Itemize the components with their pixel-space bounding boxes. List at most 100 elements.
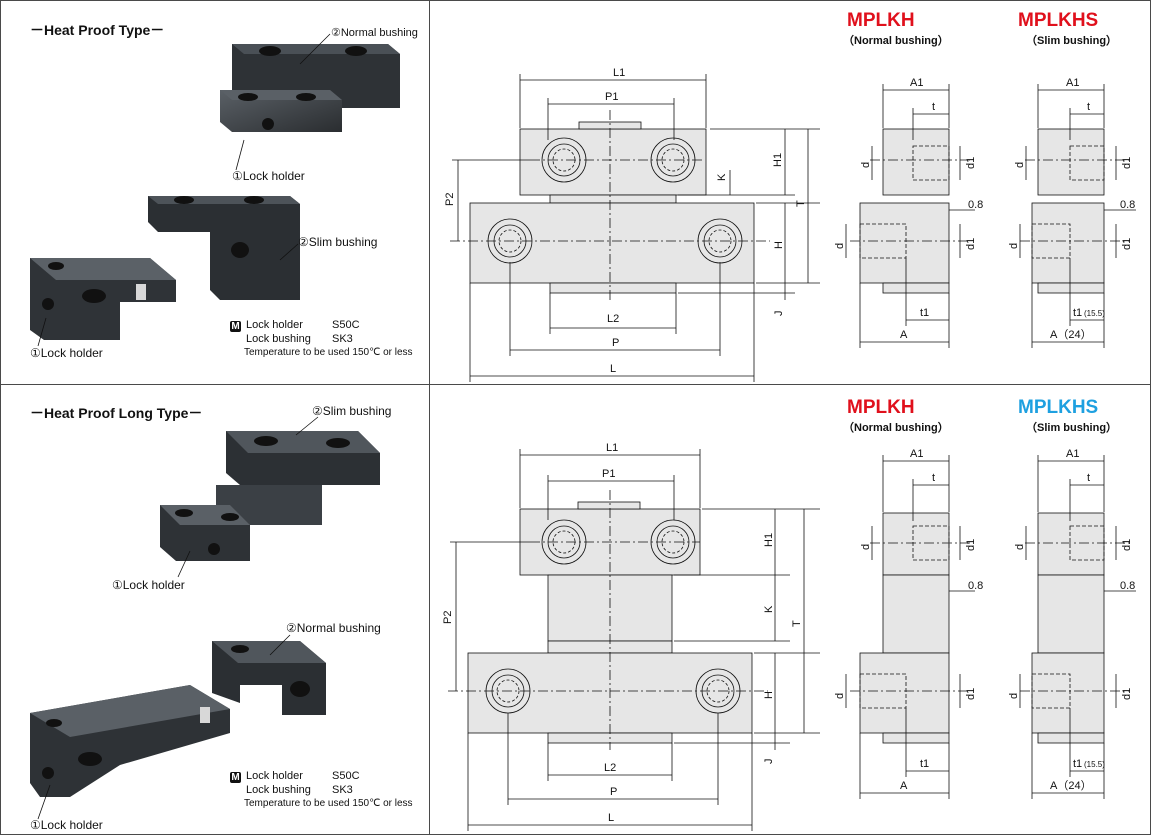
section-2-drawing: L1 P1 L2 P L P2 H1 K H J T MPLKH （Normal… xyxy=(442,397,1136,831)
photo-label-lock-holder-long-lower: ①Lock holder xyxy=(30,818,103,832)
dimension-label: d xyxy=(1008,243,1020,249)
slim-bushing-image xyxy=(148,196,300,300)
photo-label-lock-holder-long-upper: ①Lock holder xyxy=(112,578,185,592)
dimension-label: d xyxy=(860,162,872,168)
dimension-label: d1 xyxy=(1121,688,1133,700)
section-2-title: －Heat Proof Long Type－ xyxy=(30,405,203,421)
dim-K: K xyxy=(716,173,728,181)
dimension-label: t xyxy=(932,472,935,484)
dimension-label: 0.8 xyxy=(1120,199,1135,211)
dimension-label: A1 xyxy=(1066,448,1079,460)
dimension-label: d xyxy=(834,693,846,699)
dim-P1: P1 xyxy=(605,91,618,103)
long-bushing-normal-drawing: MPLKH （Normal bushing） A1 t d d1 xyxy=(834,397,983,799)
model-mplkh: MPLKH xyxy=(847,10,915,31)
dimension-label: H1 xyxy=(763,533,775,547)
long-normal-bushing-image xyxy=(212,641,326,715)
material-icon: M xyxy=(230,772,241,783)
dimension-label: J xyxy=(763,759,775,765)
dimension-label: MPLKHS xyxy=(1018,397,1098,418)
photo-label-lock-holder-upper: ①Lock holder xyxy=(232,169,305,183)
dim-P2: P2 xyxy=(444,193,456,206)
section-2-photo-panel: －Heat Proof Long Type－ xyxy=(0,385,429,835)
dimension-label: 0.8 xyxy=(968,199,983,211)
photo-long-type-assembly xyxy=(30,416,380,820)
dimension-label: P xyxy=(610,786,617,798)
dim-L2: L2 xyxy=(607,313,619,325)
section-1-photo-panel: －Heat Proof Type－ xyxy=(0,0,429,384)
photo-label-lock-holder-lower: ①Lock holder xyxy=(30,346,103,360)
normal-bushing-image xyxy=(220,44,400,132)
dimension-label: MPLKH xyxy=(847,397,915,418)
row-divider xyxy=(0,384,1151,385)
long-lock-holder-image xyxy=(30,685,230,797)
dim-L: L xyxy=(610,363,616,375)
dimension-label: H xyxy=(763,691,775,699)
dim-H1: H1 xyxy=(772,153,784,167)
dimension-label: A1 xyxy=(1066,77,1079,89)
dimension-label: t xyxy=(932,101,935,113)
dimension-label: d1 xyxy=(965,157,977,169)
dimension-label: （Normal bushing） xyxy=(843,421,949,434)
dim-T: T xyxy=(795,200,807,207)
dimension-label: d1 xyxy=(965,238,977,250)
bushing-slim-drawing: MPLKHS （Slim bushing） A1 t d d1 0.8 xyxy=(1008,10,1136,348)
dimension-label: A xyxy=(900,780,908,792)
dim-L1: L1 xyxy=(613,67,625,79)
frame-left xyxy=(0,0,1,835)
dimension-label: A（24） xyxy=(1050,779,1092,792)
model-mplkhs: MPLKHS xyxy=(1018,10,1098,31)
dimension-label: d xyxy=(1014,544,1026,550)
bushing-normal-drawing: MPLKH （Normal bushing） A1 t d d1 0.8 xyxy=(834,10,983,348)
dim-H: H xyxy=(773,241,785,249)
dimension-label: L2 xyxy=(604,762,616,774)
long-bushing-slim-drawing: MPLKHS （Slim bushing） A1 t d d1 xyxy=(1008,397,1136,799)
dimension-label: （Slim bushing） xyxy=(1026,34,1117,47)
dimension-label: 0.8 xyxy=(1120,580,1135,592)
dimension-label: （Slim bushing） xyxy=(1026,421,1117,434)
section-1-drawing: L1 P1 L2 P L P2 H1 K H J T MPLKH （Normal… xyxy=(444,10,1136,382)
photo-label-slim-bushing: ②Slim bushing xyxy=(298,235,378,249)
dimension-label: t xyxy=(1087,472,1090,484)
dimension-label: (15.5) xyxy=(1084,760,1105,769)
dimension-label: P2 xyxy=(442,611,454,624)
dimension-label: L1 xyxy=(606,442,618,454)
dimension-label: T xyxy=(791,620,803,627)
dimension-label: d1 xyxy=(1121,157,1133,169)
frame-top xyxy=(0,0,1151,1)
dimension-label: 0.8 xyxy=(968,580,983,592)
lock-holder-image xyxy=(30,258,176,340)
material-icon: M xyxy=(230,321,241,332)
dimension-label: t1 xyxy=(1073,307,1082,319)
dimension-label: P1 xyxy=(602,468,615,480)
dimension-label: d xyxy=(1008,693,1020,699)
dim-J: J xyxy=(773,311,785,317)
temperature-note-long: Temperature to be used 150℃ or less xyxy=(244,798,413,809)
dimension-label: d1 xyxy=(1121,539,1133,551)
dimension-label: A1 xyxy=(910,448,923,460)
photo-label-slim-bushing-long: ②Slim bushing xyxy=(312,404,392,418)
dimension-label: K xyxy=(763,605,775,613)
dimension-label: (15.5) xyxy=(1084,309,1105,318)
dimension-label: A xyxy=(900,329,908,341)
dimension-label: t1 xyxy=(920,758,929,770)
temperature-note: Temperature to be used 150℃ or less xyxy=(244,347,413,358)
dimension-label: d1 xyxy=(1121,238,1133,250)
dimension-label: d xyxy=(860,544,872,550)
dimension-label: A1 xyxy=(910,77,923,89)
photo-label-normal-bushing-long: ②Normal bushing xyxy=(286,621,381,635)
dimension-label: t xyxy=(1087,101,1090,113)
section-1-title: －Heat Proof Type－ xyxy=(30,22,165,38)
photo-normal-bushing-assembly xyxy=(30,33,400,347)
dimension-label: d xyxy=(1014,162,1026,168)
dimension-label: d1 xyxy=(965,688,977,700)
dimension-label: L xyxy=(608,812,614,824)
photo-label-normal-bushing: ②Normal bushing xyxy=(331,27,418,39)
dimension-label: A（24） xyxy=(1050,328,1092,341)
long-slim-bushing-image xyxy=(160,431,380,561)
dimension-label: d xyxy=(834,243,846,249)
dimension-label: d1 xyxy=(965,539,977,551)
column-divider xyxy=(429,0,430,835)
dim-P: P xyxy=(612,337,619,349)
